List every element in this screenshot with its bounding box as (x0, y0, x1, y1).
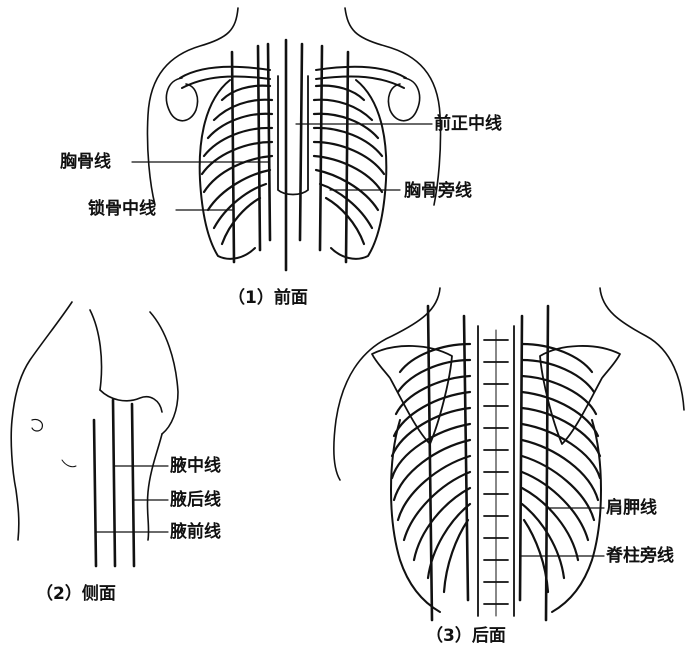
label-sternal-line: 胸骨线 (60, 152, 111, 172)
front-parasternal-line-left (258, 46, 260, 250)
side-posterior-axillary-line (132, 404, 134, 566)
front-sternal-line-left (268, 44, 270, 240)
label-mid-axillary-line: 腋中线 (170, 456, 221, 476)
label-midclavicular-line: 锁骨中线 (88, 199, 156, 219)
caption-front-view: （1）前面 (228, 288, 308, 308)
front-right-shoulder-joint (388, 78, 419, 121)
label-parasternal-line: 胸骨旁线 (404, 181, 472, 201)
front-left-shoulder-joint (166, 78, 197, 121)
front-view-drawing (132, 8, 441, 270)
side-arm-outline (90, 310, 178, 434)
label-anterior-median-line: 前正中线 (434, 114, 502, 134)
front-left-ribs (202, 86, 272, 244)
side-mid-axillary-line (113, 400, 115, 566)
back-paravertebral-line-right (520, 316, 522, 600)
back-body-outline (334, 288, 684, 480)
front-midclavicular-line-left (232, 52, 234, 262)
back-view-drawing (334, 288, 684, 620)
side-chest-outline (147, 434, 162, 540)
back-spine (478, 326, 514, 616)
front-right-ribs (314, 86, 384, 244)
side-skin-fold (62, 460, 76, 467)
front-sternal-line-right (300, 44, 302, 240)
side-reference-lines (94, 400, 134, 566)
front-midclavicular-line-right (346, 52, 348, 262)
caption-side-view: （2）侧面 (36, 584, 116, 604)
front-body-outline (147, 8, 440, 205)
caption-back-view: （3）后面 (426, 626, 506, 646)
label-posterior-axillary-line: 腋后线 (170, 490, 221, 510)
front-parasternal-line-right (320, 46, 322, 250)
front-sternum (278, 76, 308, 195)
label-scapular-line: 肩胛线 (606, 498, 657, 518)
label-paravertebral-line: 脊柱旁线 (606, 546, 674, 566)
side-nipple (32, 419, 42, 431)
side-view-drawing (11, 302, 178, 566)
back-right-ribs (522, 344, 600, 592)
side-back-outline (11, 302, 72, 540)
side-anterior-axillary-line (94, 420, 96, 566)
label-anterior-axillary-line: 腋前线 (170, 522, 221, 542)
front-reference-lines (232, 40, 348, 270)
